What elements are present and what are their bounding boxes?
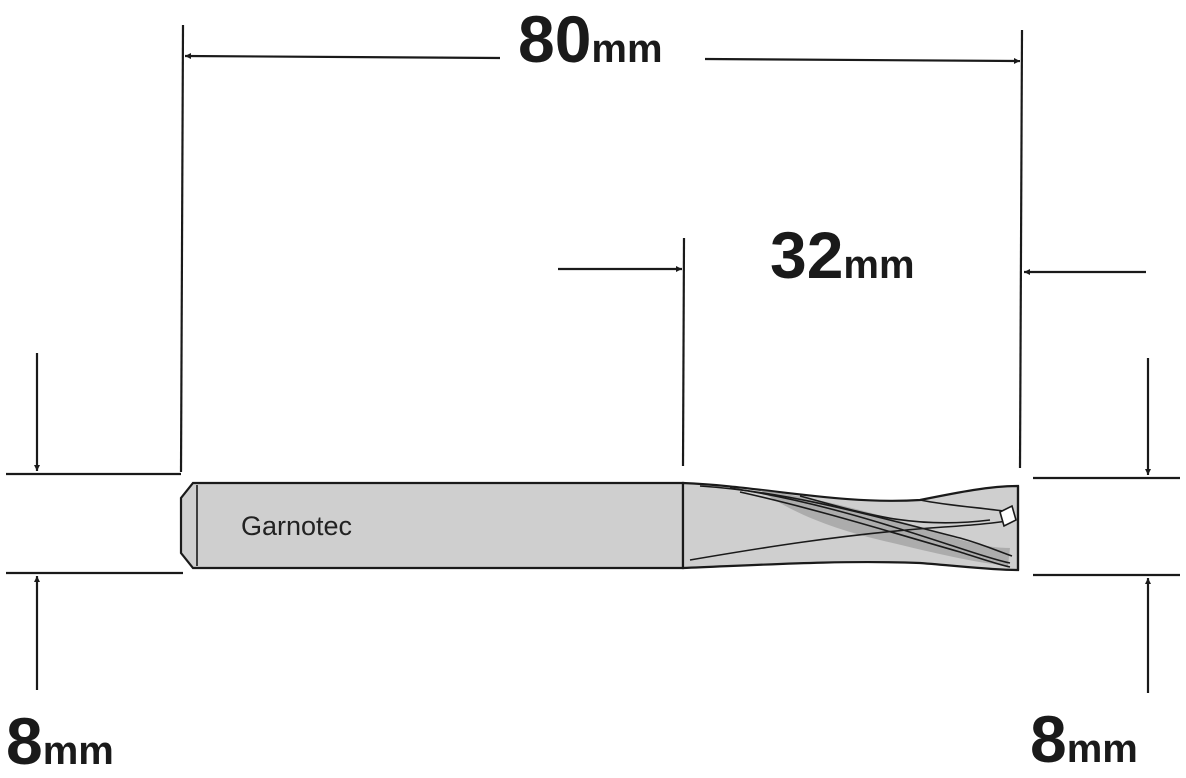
extension-line-tip (1018, 29, 1024, 469)
shank: Garnotec (179, 481, 685, 570)
dimension-arrows (34, 53, 1151, 693)
shank-diameter-value: 8 (6, 704, 43, 778)
shank-diameter-label: 8mm (6, 708, 114, 774)
cutting-diameter-unit: mm (1066, 727, 1138, 771)
extension-line-cut-start (681, 237, 686, 467)
cutting-flutes (681, 481, 1020, 572)
flute-tip-notch (999, 504, 1017, 528)
cutting-length-unit: mm (843, 243, 915, 287)
length-arrow-right (704, 57, 1021, 64)
cutting-length-label: 32mm (770, 222, 915, 288)
overall-length-unit: mm (591, 27, 663, 71)
shank-diameter-unit: mm (42, 729, 114, 773)
brand-label: Garnotec (241, 511, 352, 541)
cutting-diameter-label: 8mm (1030, 706, 1138, 772)
overall-length-label: 80mm (518, 6, 663, 72)
extension-line-shank-start (179, 24, 185, 473)
cutting-length-value: 32 (770, 218, 844, 292)
overall-length-value: 80 (518, 2, 592, 76)
cutting-diameter-value: 8 (1030, 702, 1067, 776)
flute-shadow (760, 490, 1010, 566)
extension-lines (6, 24, 1180, 577)
length-arrow-left (184, 53, 501, 60)
